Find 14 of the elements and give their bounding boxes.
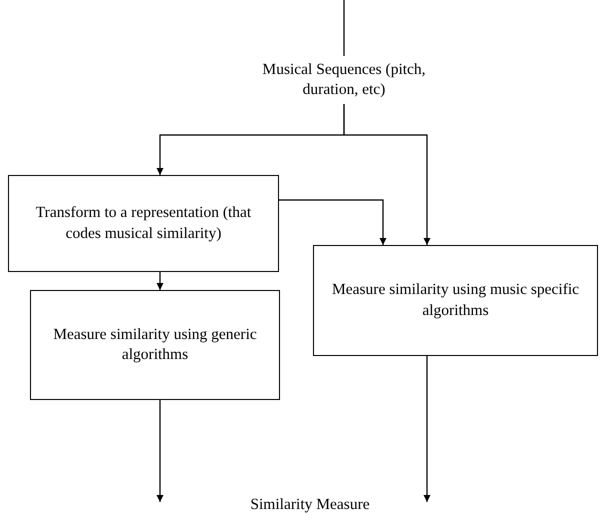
arrow bbox=[343, 104, 430, 245]
arrow bbox=[156, 400, 164, 502]
output-label: Similarity Measure bbox=[250, 496, 370, 514]
arrow bbox=[279, 199, 386, 245]
connector-line bbox=[343, 0, 345, 56]
process-box bbox=[8, 175, 279, 272]
process-box bbox=[30, 290, 280, 400]
arrow bbox=[424, 356, 430, 502]
process-box bbox=[313, 245, 598, 356]
node-text: Measure similarity using music specific algorithms bbox=[330, 280, 580, 320]
node-text: Measure similarity using generic algorithms bbox=[52, 324, 258, 365]
node-text: Musical Sequences (pitch, duration, etc) bbox=[261, 60, 427, 100]
node-text: Transform to a representation (that codes musical similarity) bbox=[34, 203, 252, 244]
arrow bbox=[156, 272, 164, 290]
